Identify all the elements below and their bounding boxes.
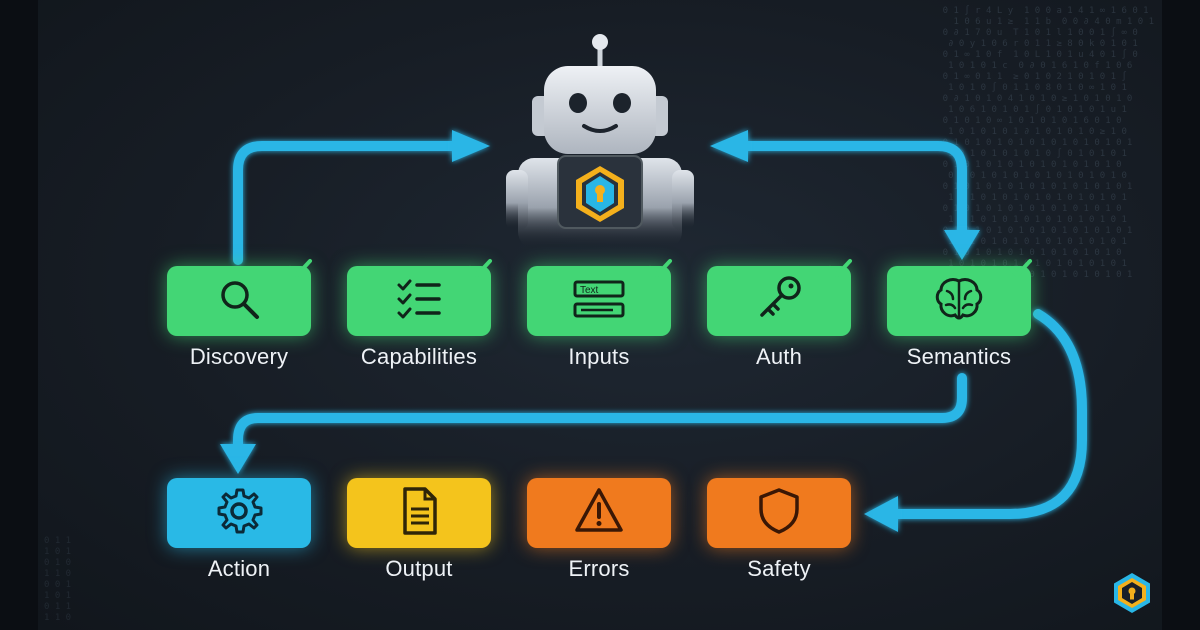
right-edge-band (1162, 0, 1200, 630)
arrow-robot-to-semantics (735, 141, 967, 241)
arrowhead-right-robot (452, 130, 490, 162)
step-box-errors (527, 478, 671, 548)
checkmark-icon (1008, 259, 1032, 277)
key-icon (753, 273, 805, 330)
left-edge-band (0, 0, 38, 630)
step-box-inputs: Text (527, 266, 671, 336)
step-label-semantics: Semantics (906, 344, 1012, 369)
code-rain-decoration-bottom: 0 1 1 1 0 1 0 1 0 1 1 0 0 0 1 1 0 1 0 1 … (44, 536, 72, 623)
step-label-inputs: Inputs (568, 344, 630, 369)
arrow-semantics-to-action (233, 373, 967, 453)
arrow-discovery-to-robot (233, 141, 465, 265)
step-label-action: Action (207, 556, 271, 581)
step-box-discovery (167, 266, 311, 336)
arrowhead-left-robot (710, 130, 748, 162)
flow-arrows (233, 141, 1087, 519)
checkmark-icon (288, 259, 312, 277)
arrowhead-down-action (220, 444, 256, 474)
step-label-safety: Safety (747, 556, 811, 581)
step-label-errors: Errors (568, 556, 630, 581)
checklist-icon (393, 273, 445, 330)
step-box-safety (707, 478, 851, 548)
hexagon-keyhole-logo-icon (1110, 571, 1154, 615)
checkmark-icon (828, 259, 852, 277)
step-label-output: Output (385, 556, 453, 581)
step-label-capabilities: Capabilities (360, 344, 478, 369)
arrowhead-down-semantics (944, 230, 980, 260)
arrow-heads (220, 130, 980, 532)
magnifier-icon (213, 273, 265, 330)
step-box-capabilities (347, 266, 491, 336)
step-label-auth: Auth (755, 344, 803, 369)
step-box-semantics (887, 266, 1031, 336)
text-field-icon: Text (573, 273, 625, 330)
step-box-output (347, 478, 491, 548)
checkmark-icon (648, 259, 672, 277)
text-field-icon-label: Text (580, 285, 599, 296)
warning-icon (573, 485, 625, 542)
arrowhead-left-safety (864, 496, 898, 532)
gear-icon (213, 485, 265, 542)
brain-icon (933, 273, 985, 330)
arrow-semantics-loop-to-safety (887, 309, 1087, 519)
shield-icon (753, 485, 805, 542)
step-box-action (167, 478, 311, 548)
step-box-auth (707, 266, 851, 336)
checkmark-icon (468, 259, 492, 277)
step-label-discovery: Discovery (189, 344, 289, 369)
robot-illustration (506, 34, 694, 248)
document-icon (393, 485, 445, 542)
